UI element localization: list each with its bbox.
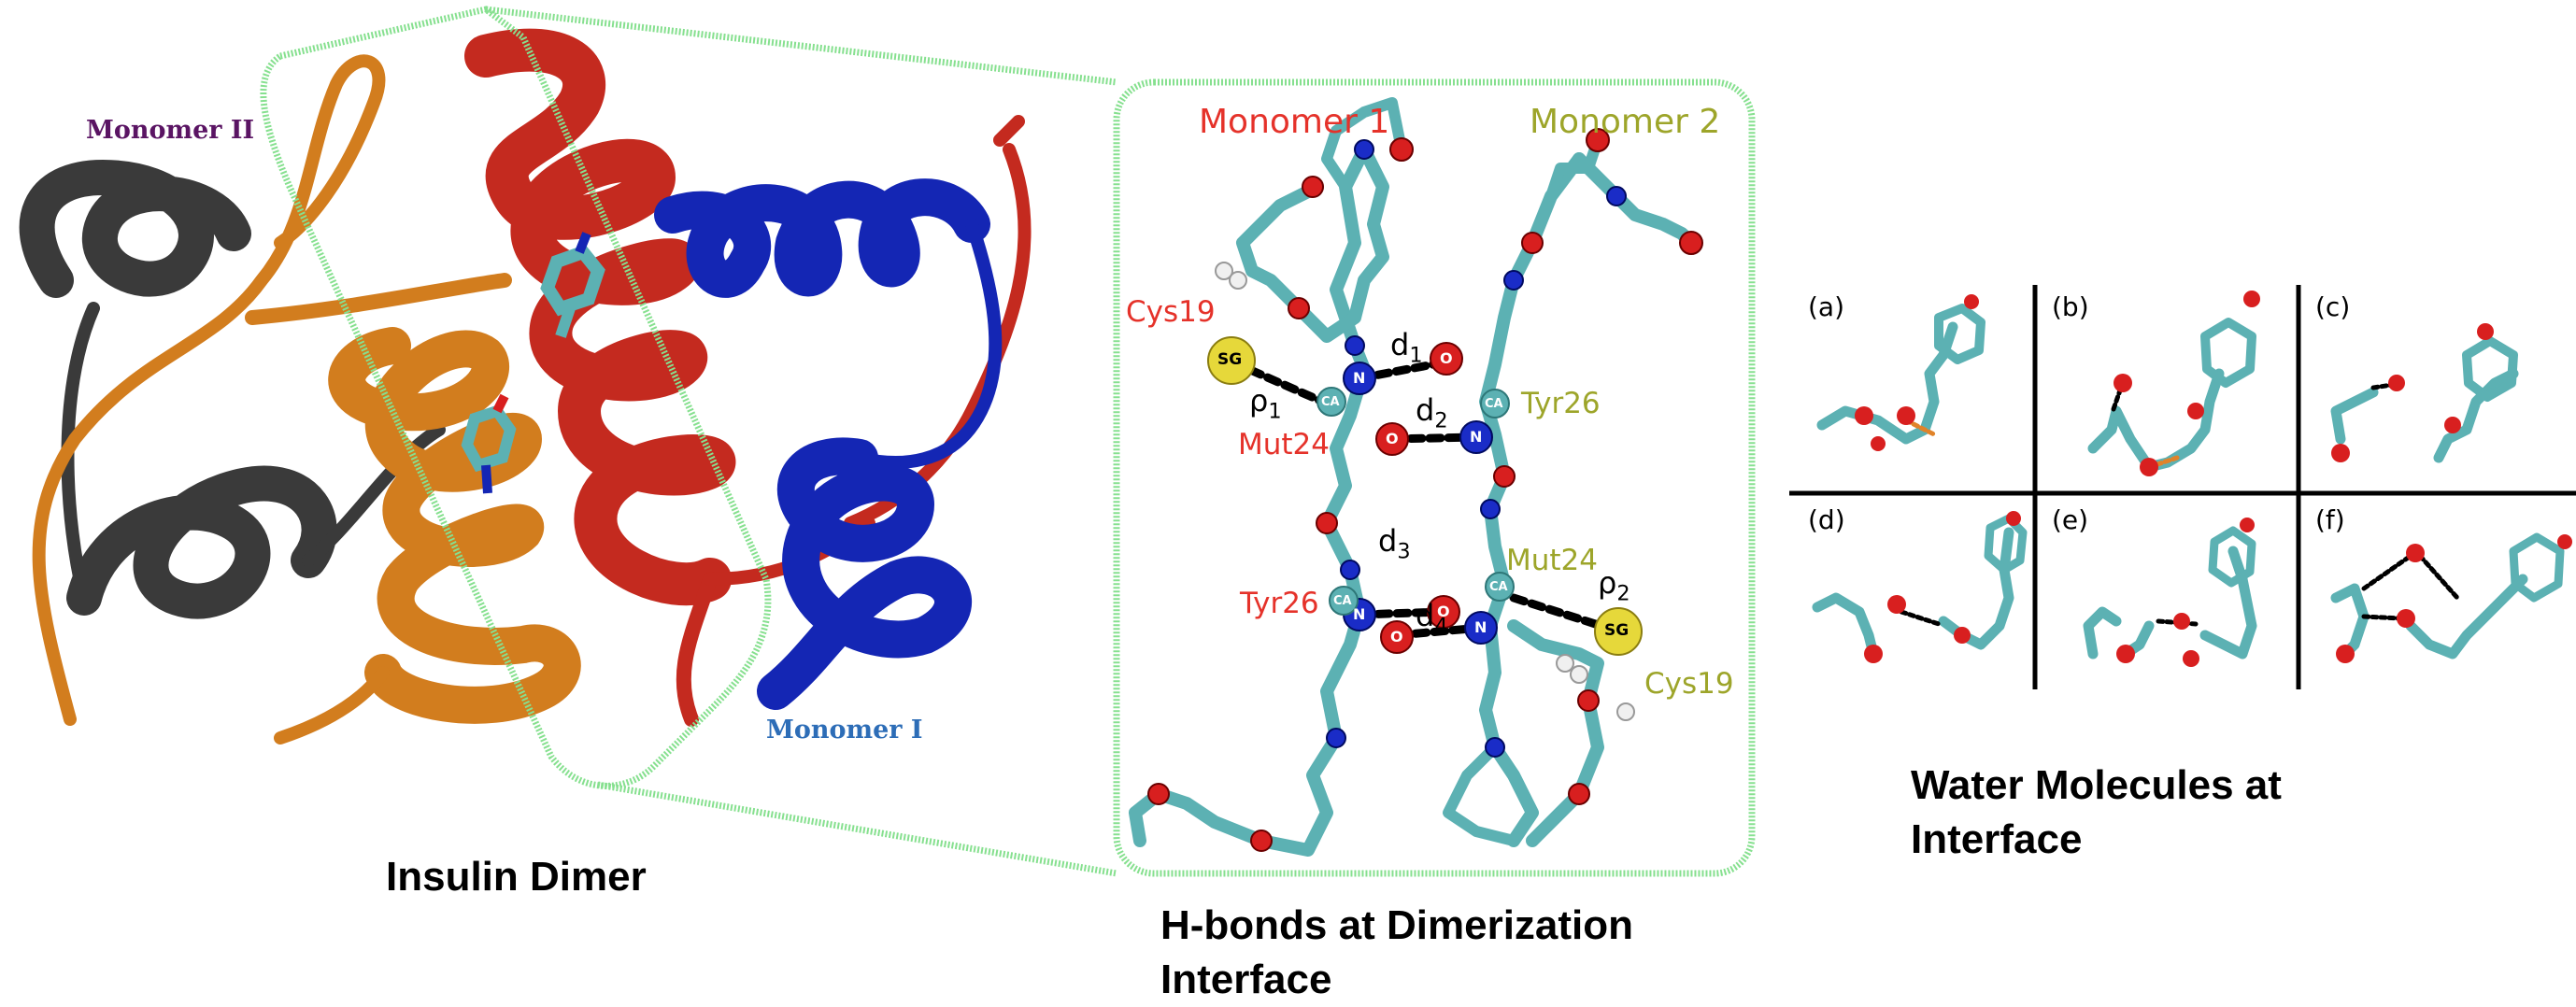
distance-label-rho2: ρ2 — [1598, 565, 1630, 606]
water-panel-grid — [1789, 285, 2576, 689]
atom-label-o-1: O — [1440, 349, 1453, 367]
ca-atoms — [1316, 387, 1515, 616]
panel-label-a: (a) — [1808, 291, 1845, 322]
atom-label-o-4: O — [1390, 628, 1403, 645]
monomer-ii-gray-ribbon — [19, 159, 446, 619]
distance-label-d1: d1 — [1390, 327, 1423, 368]
panel-label-b: (b) — [2052, 291, 2089, 322]
distance-label-rho1: ρ1 — [1249, 383, 1282, 424]
residue-label-tyr26-left: Tyr26 — [1240, 587, 1319, 620]
zoom-frame — [260, 6, 1756, 877]
tyrosine-sticks — [461, 232, 605, 494]
panel-f-sticks — [2330, 532, 2572, 663]
hbonds-caption-line1: H-bonds at Dimerization — [1160, 902, 1634, 948]
distance-label-d3: d3 — [1378, 523, 1411, 564]
panel-label-f: (f) — [2315, 504, 2345, 535]
hbonds-caption-line2: Interface — [1160, 957, 1332, 1002]
atom-label-ca-1: CA — [1321, 395, 1340, 409]
atom-label-n-2: N — [1470, 428, 1483, 446]
panel-a-sticks — [1816, 294, 1985, 451]
sulfur-atoms — [1207, 336, 1643, 656]
nitrogen-atoms — [1326, 139, 1627, 758]
monomer-2-header: Monomer 2 — [1530, 103, 1721, 141]
hbonds-caption: H-bonds at Dimerization Interface — [1160, 899, 1633, 1007]
residue-label-tyr26-right: Tyr26 — [1521, 387, 1601, 420]
residue-label-mut24-left: Mut24 — [1238, 428, 1330, 461]
water-caption: Water Molecules at Interface — [1911, 759, 2282, 867]
atom-label-o-2: O — [1386, 430, 1399, 447]
monomer-ii-label: Monomer II — [86, 116, 255, 145]
residue-label-cys19-left: Cys19 — [1126, 295, 1216, 329]
hydrogen-atoms — [1215, 262, 1635, 721]
panel-d-sticks — [1812, 511, 2028, 663]
monomer-1-header: Monomer 1 — [1199, 103, 1390, 141]
distance-label-d4: d4 — [1416, 598, 1448, 639]
panel-label-e: (e) — [2052, 504, 2089, 535]
residue-label-cys19-right: Cys19 — [1644, 667, 1734, 701]
insulin-dimer-ribbons — [19, 28, 1032, 745]
atom-label-ca-3: CA — [1333, 594, 1352, 608]
atom-label-sg-left: SG — [1217, 350, 1243, 369]
atom-label-ca-2: CA — [1485, 397, 1503, 411]
hbond-stick-model — [1129, 97, 1703, 857]
atom-label-sg-right: SG — [1604, 621, 1630, 640]
monomer-i-label: Monomer I — [766, 716, 923, 745]
atom-label-n-3: N — [1353, 605, 1366, 623]
atom-label-n-4: N — [1474, 618, 1487, 636]
residue-label-mut24-right: Mut24 — [1506, 544, 1598, 577]
water-caption-line2: Interface — [1911, 816, 2083, 862]
monomer-i-blue-ribbon — [654, 178, 1003, 710]
panel-b-sticks — [2087, 291, 2260, 476]
atom-label-ca-4: CA — [1489, 580, 1508, 594]
insulin-dimer-caption: Insulin Dimer — [386, 854, 647, 900]
water-molecule-sticks — [1812, 291, 2572, 667]
panel-e-sticks — [2083, 518, 2257, 667]
oxygen-atoms — [1147, 128, 1703, 852]
monomer-ii-orange-ribbon — [32, 54, 581, 745]
distance-label-d2: d2 — [1416, 392, 1448, 433]
panel-label-c: (c) — [2315, 291, 2351, 322]
panel-c-sticks — [2330, 323, 2519, 463]
atom-label-n-1: N — [1353, 369, 1366, 387]
water-caption-line1: Water Molecules at — [1911, 762, 2282, 808]
panel-label-d: (d) — [1808, 504, 1845, 535]
atom-label-o-3: O — [1437, 603, 1450, 620]
